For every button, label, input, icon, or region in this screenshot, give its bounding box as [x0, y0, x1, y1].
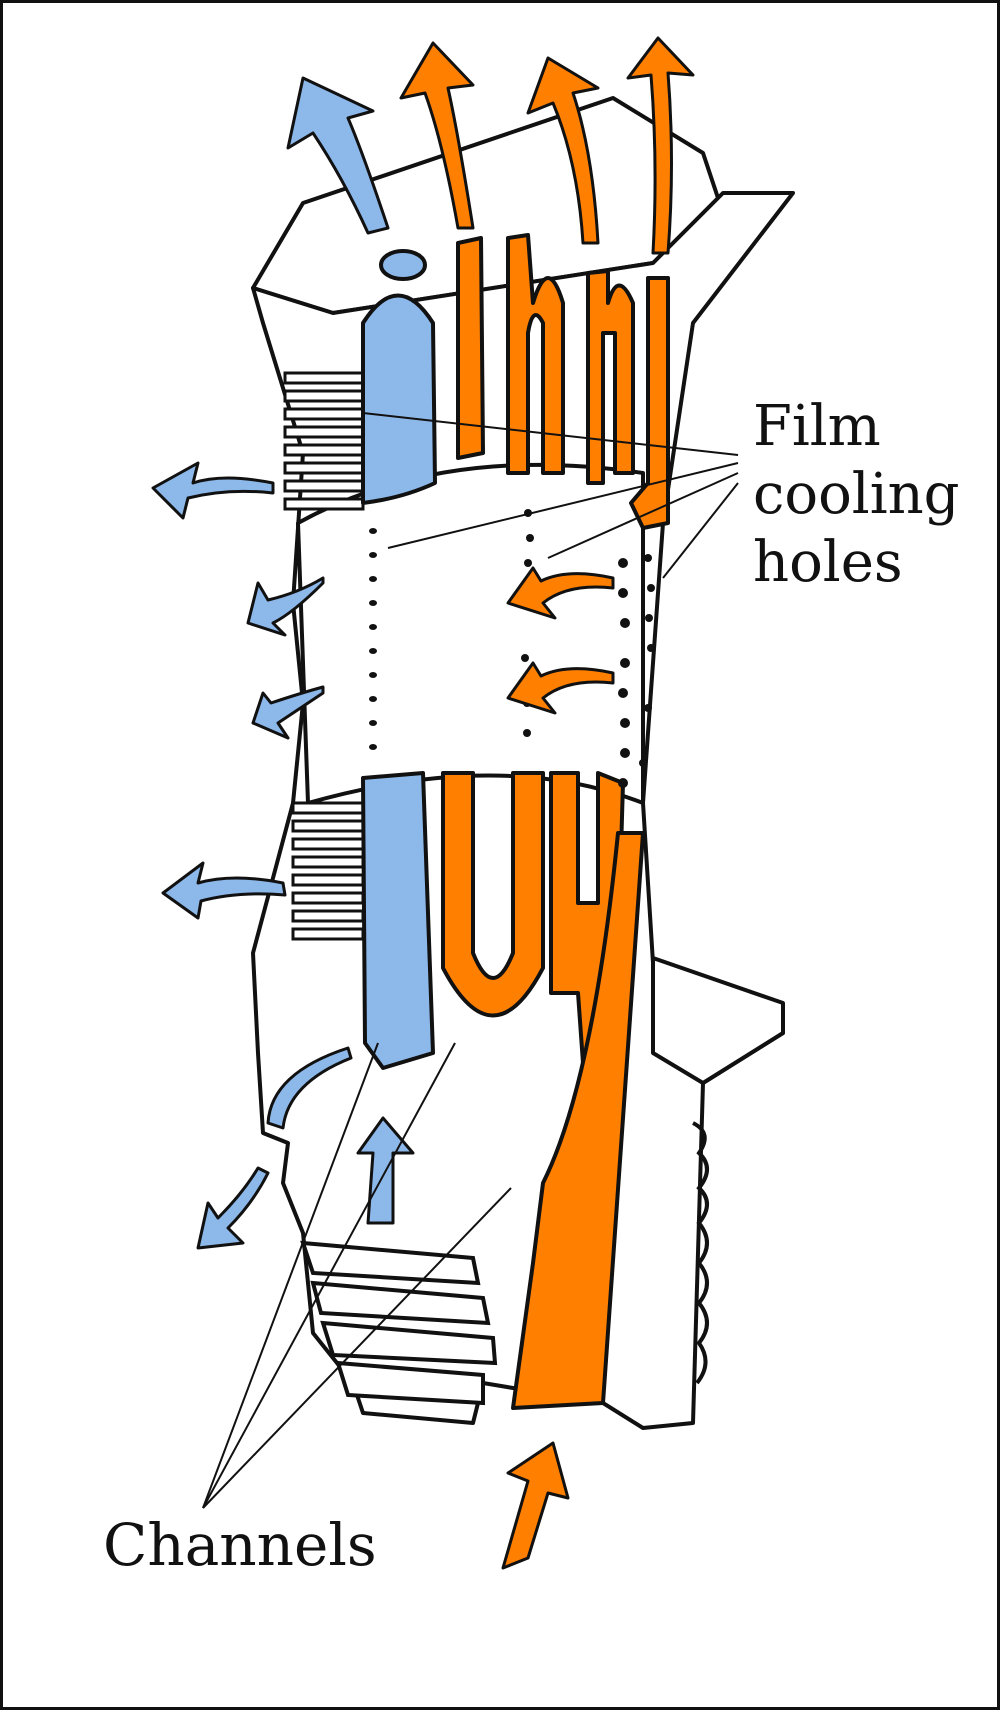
cool-air-exit-arrow-left-4	[161, 861, 287, 920]
serpentine-channels-lower	[441, 771, 645, 1410]
film-label-line-1: Film	[753, 394, 881, 459]
serpentine-channels-upper	[456, 233, 670, 530]
cool-air-exit-arrow-bottom	[196, 1166, 270, 1250]
film-label-line-3: holes	[753, 530, 903, 595]
channels-label: Channels	[103, 1511, 377, 1579]
hot-air-exit-arrow-2	[526, 56, 600, 245]
hot-air-exit-arrow-1	[399, 41, 475, 230]
fins-lower	[291, 801, 365, 941]
film-label-line-2: cooling	[753, 462, 960, 527]
cool-air-exit-arrow-left-2	[246, 576, 325, 637]
hot-air-arrows	[399, 36, 695, 1570]
leader-lines-film-cooling	[362, 412, 739, 579]
cool-air-exit-arrow-left-3	[251, 685, 325, 740]
hot-air-inlet-arrow	[501, 1441, 570, 1570]
film-cooling-holes-label: Film cooling holes	[753, 393, 960, 597]
hot-air-inner-arrow-1	[506, 566, 615, 620]
turbine-blade-cutaway-diagram	[151, 36, 795, 1570]
leader-lines-channels	[202, 1042, 512, 1509]
cool-air-exit-arrow-top	[286, 76, 390, 235]
hot-air-inner-arrow-2	[506, 661, 615, 715]
cool-air-arrows	[151, 76, 415, 1250]
film-cooling-holes	[369, 509, 655, 788]
cool-air-exit-arrow-left-1	[151, 461, 275, 520]
hot-air-exit-arrow-3	[626, 36, 695, 255]
leading-edge-channel	[361, 249, 437, 1070]
cool-air-bypass-arc	[266, 1046, 353, 1130]
